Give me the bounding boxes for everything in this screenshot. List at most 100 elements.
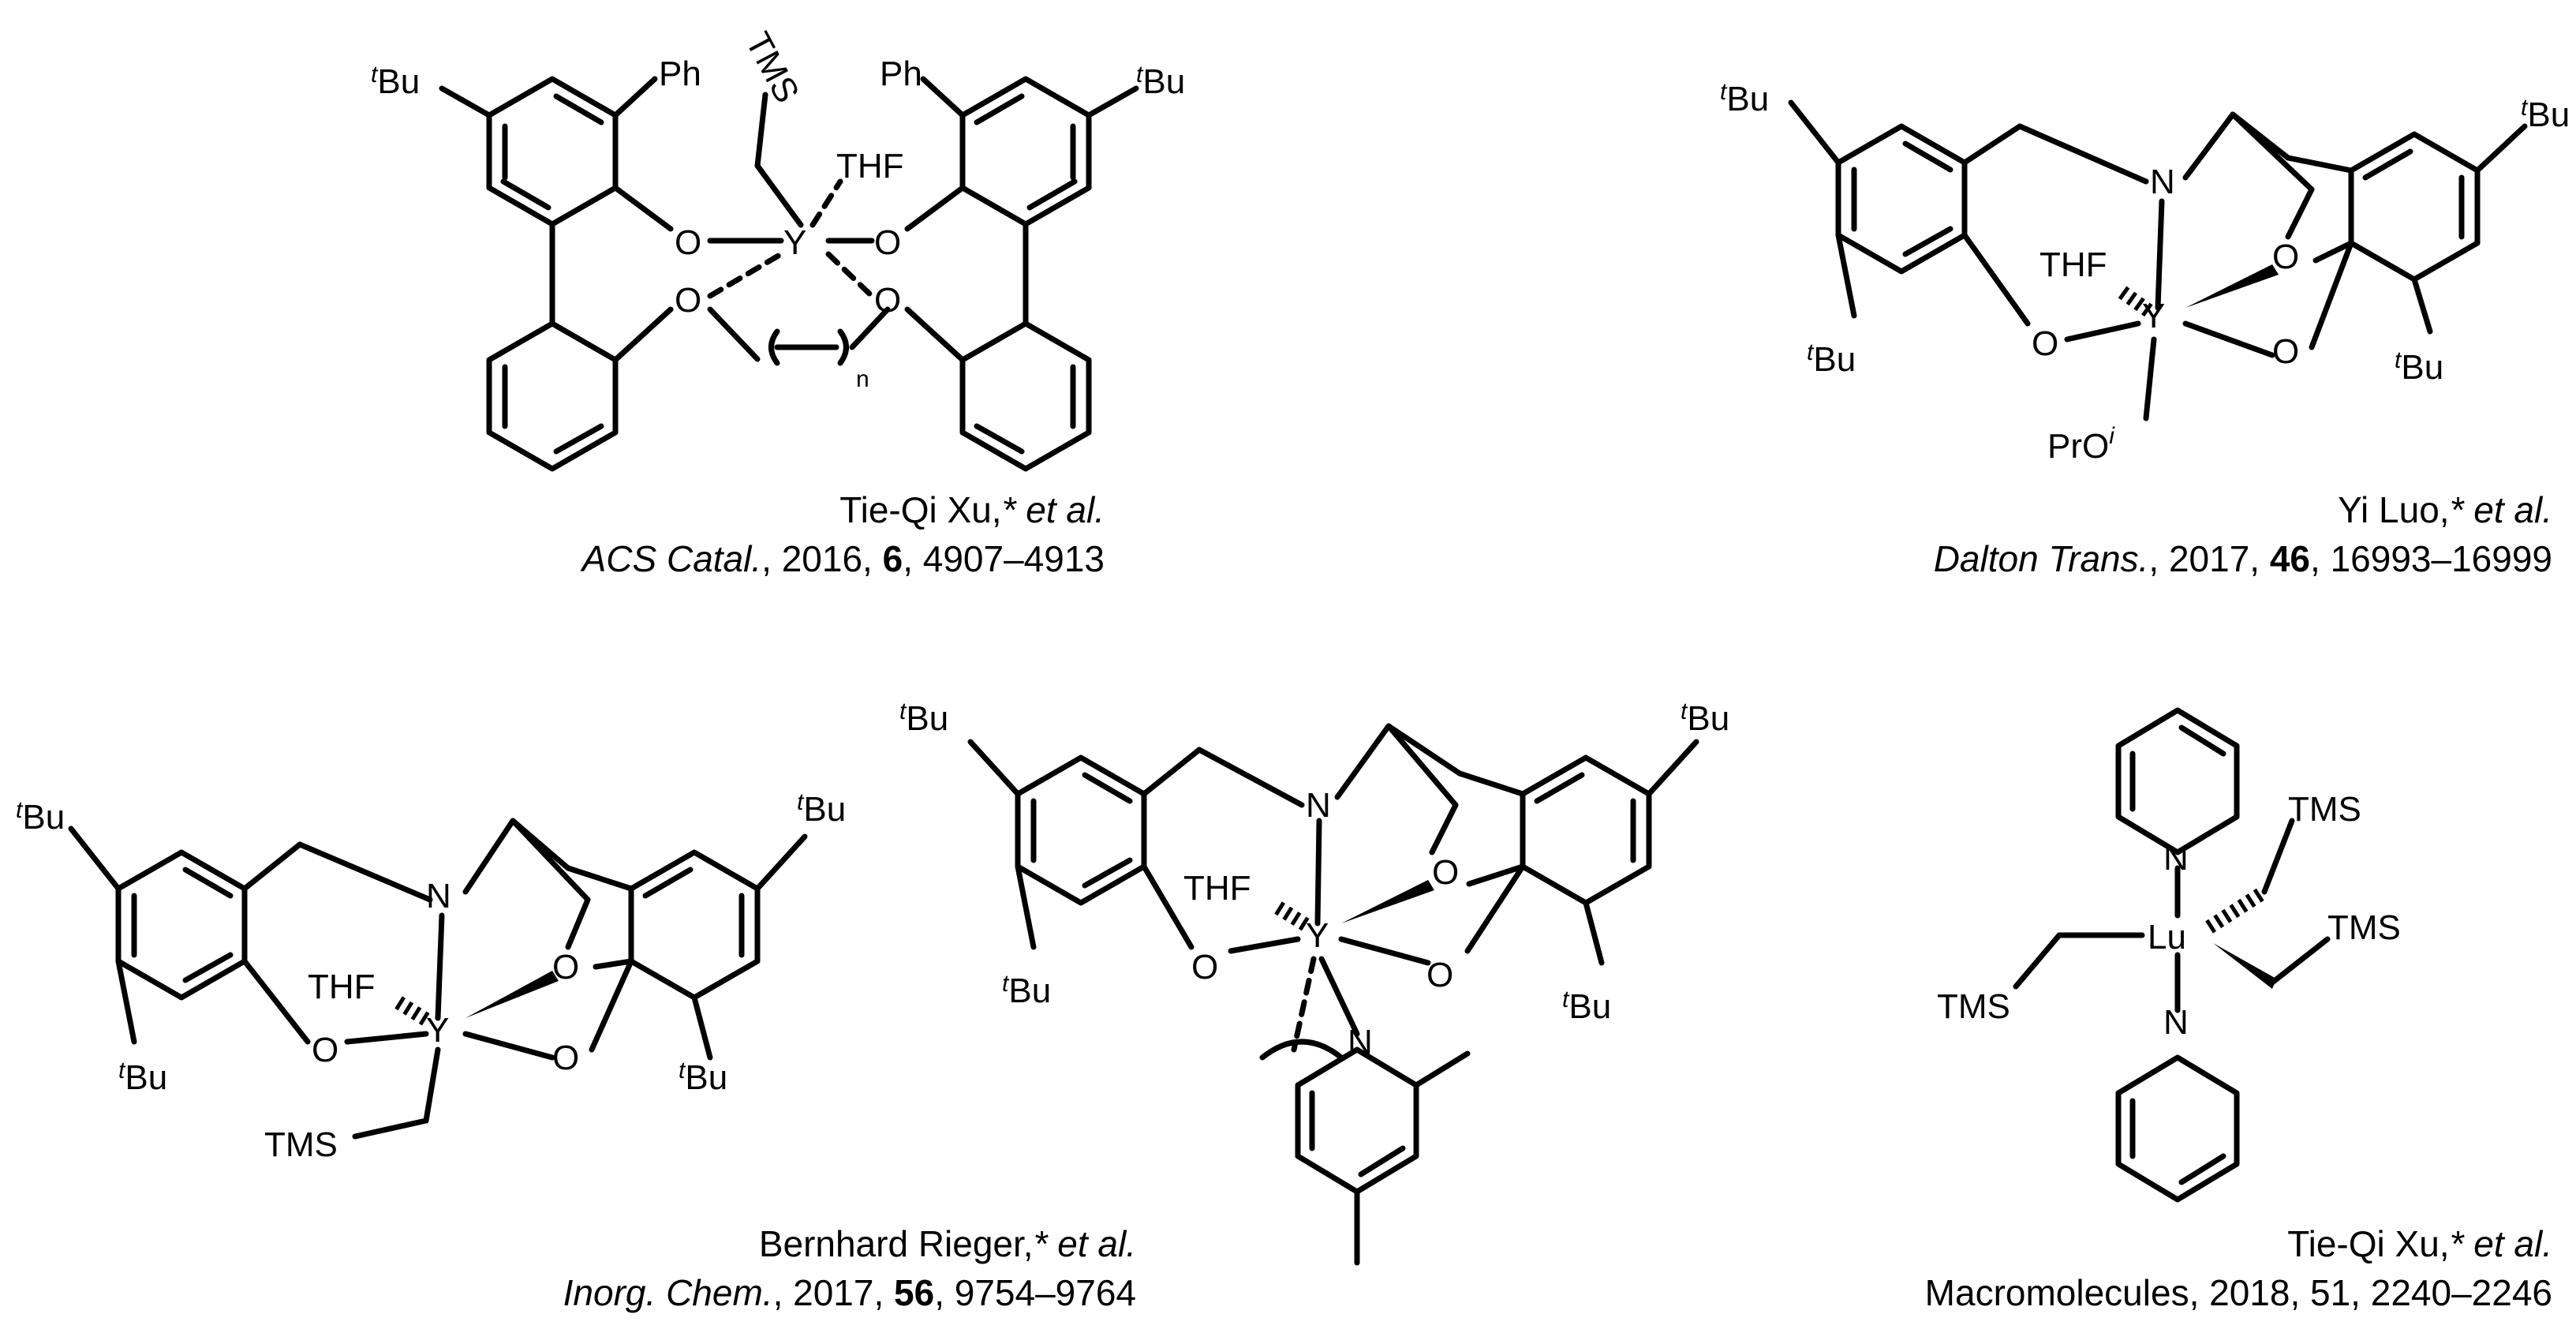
tbu-label: Bu — [685, 1058, 727, 1097]
tert-superscript: t — [118, 1058, 126, 1084]
pyridine-ring — [2115, 707, 2240, 855]
tms-label: TMS — [264, 1125, 338, 1164]
aryl-ring — [959, 76, 1092, 227]
svg-text:tBu: tBu — [118, 1058, 167, 1097]
tbu-label: Bu — [803, 790, 846, 829]
oxygen-label: O — [2032, 324, 2058, 363]
metal-label: Y — [426, 1011, 449, 1050]
author-etal: * et al. — [1033, 1223, 1136, 1264]
journal-volume: 46 — [2269, 538, 2311, 579]
tbu-label: Bu — [1008, 971, 1051, 1010]
svg-text:tBu: tBu — [1720, 79, 1769, 118]
tms-label: TMS — [1937, 987, 2010, 1026]
tert-superscript: t — [16, 797, 24, 823]
journal-name: Dalton Trans. — [1933, 538, 2149, 579]
metal-label: Lu — [2148, 918, 2186, 957]
aryl-ring — [1520, 754, 1652, 906]
tbu-label: Bu — [1813, 340, 1856, 379]
author-etal: * et al. — [1001, 489, 1105, 530]
aryl-ring — [1835, 123, 1968, 275]
nitrogen-label: N — [2150, 163, 2175, 201]
nitrogen-label: N — [426, 877, 451, 915]
oxygen-label: O — [312, 1031, 338, 1069]
author-name: Yi Luo, — [2338, 489, 2450, 530]
journal-pages: , 4907–4913 — [903, 538, 1105, 579]
tert-superscript: t — [1720, 79, 1728, 105]
tert-superscript: t — [1807, 339, 1815, 365]
oxygen-label: O — [1426, 956, 1453, 994]
svg-text:tBu: tBu — [1002, 971, 1051, 1010]
author-name: Tie-Qi Xu, — [839, 489, 1002, 530]
journal-year: , 2016, — [761, 538, 883, 579]
aryl-ring — [959, 320, 1092, 472]
structure-bottom-right: N N Lu TMS TMS TMS — [1937, 707, 2401, 1203]
oxygen-label: O — [552, 948, 579, 986]
oxygen-label: O — [675, 223, 701, 262]
svg-text:PrOi: PrOi — [2047, 423, 2115, 466]
ph-label: Ph — [880, 54, 922, 93]
tbu-label: Bu — [125, 1058, 167, 1097]
iso-superscript: i — [2109, 423, 2115, 449]
aryl-ring — [486, 76, 619, 227]
reference-top-right: Yi Luo,* et al. Dalton Trans., 2017, 46,… — [1934, 485, 2552, 583]
tbu-label: Bu — [1687, 699, 1729, 738]
chain-repeat-n: n — [856, 366, 869, 392]
aryl-ring — [1015, 754, 1147, 906]
svg-text:tBu: tBu — [1136, 62, 1185, 101]
metal-label: Y — [2142, 297, 2165, 335]
oxygen-label: O — [1191, 948, 1218, 986]
journal-volume: 6 — [882, 538, 903, 579]
journal-pages: , 16993–16999 — [2310, 538, 2552, 579]
tert-superscript: t — [2395, 347, 2402, 373]
ph-label: Ph — [659, 54, 701, 93]
pyridine-ring — [2115, 1054, 2240, 1203]
journal-year: , 2017, — [2148, 538, 2270, 579]
oxygen-label: O — [1432, 853, 1459, 892]
pyridine-ring — [1295, 1046, 1419, 1195]
svg-text:tBu: tBu — [2395, 347, 2443, 387]
author-name: Tie-Qi Xu, — [2287, 1223, 2450, 1264]
svg-text:tBu: tBu — [797, 789, 846, 829]
thf-label: THF — [1183, 869, 1251, 908]
svg-text:tBu: tBu — [371, 62, 420, 101]
tert-superscript: t — [899, 698, 907, 724]
tbu-label: Bu — [1142, 62, 1185, 101]
isopropoxide-label: PrO — [2047, 427, 2109, 466]
svg-text:tBu: tBu — [679, 1058, 727, 1097]
oxygen-label: O — [552, 1039, 579, 1077]
author-name: Bernhard Rieger, — [758, 1223, 1034, 1264]
journal-year: , 2017, — [772, 1272, 895, 1313]
nitrogen-label: N — [1306, 786, 1331, 825]
structure-top-left: tBu Ph Ph tBu TMS THF O O O O Y n — [371, 26, 1185, 472]
journal-name: ACS Catal. — [581, 538, 762, 579]
tbu-label: Bu — [2401, 348, 2443, 387]
metal-label: Y — [1306, 916, 1329, 955]
tbu-label: Bu — [22, 798, 65, 837]
metal-label: Y — [783, 223, 806, 262]
tms-label: TMS — [2327, 908, 2401, 947]
tert-superscript: t — [1681, 698, 1688, 724]
author-etal: * et al. — [2449, 489, 2552, 530]
svg-text:tBu: tBu — [16, 797, 65, 837]
author-etal: * et al. — [2449, 1223, 2552, 1264]
svg-text:tBu: tBu — [899, 698, 948, 738]
tert-superscript: t — [797, 789, 805, 815]
thf-label: THF — [2039, 245, 2107, 284]
tbu-label: Bu — [377, 62, 420, 101]
tbu-label: Bu — [906, 699, 948, 738]
tert-superscript: t — [371, 62, 379, 88]
tms-label: TMS — [738, 26, 806, 109]
journal-citation: Macromolecules, 2018, 51, 2240–2246 — [1924, 1272, 2552, 1313]
tbu-label: Bu — [2527, 95, 2570, 134]
nitrogen-label: N — [2163, 839, 2189, 878]
nitrogen-label: N — [2163, 1003, 2189, 1042]
aryl-ring — [486, 320, 619, 472]
journal-pages: , 9754–9764 — [934, 1272, 1136, 1313]
structure-bottom-middle: tBu tBu tBu tBu N THF O O O Y N — [899, 698, 1729, 1266]
tbu-label: Bu — [1726, 80, 1769, 118]
journal-name: Inorg. Chem. — [563, 1272, 773, 1313]
thf-label: THF — [836, 147, 904, 185]
journal-volume: 56 — [894, 1272, 935, 1313]
oxygen-label: O — [675, 281, 701, 320]
aryl-ring — [115, 849, 248, 1001]
